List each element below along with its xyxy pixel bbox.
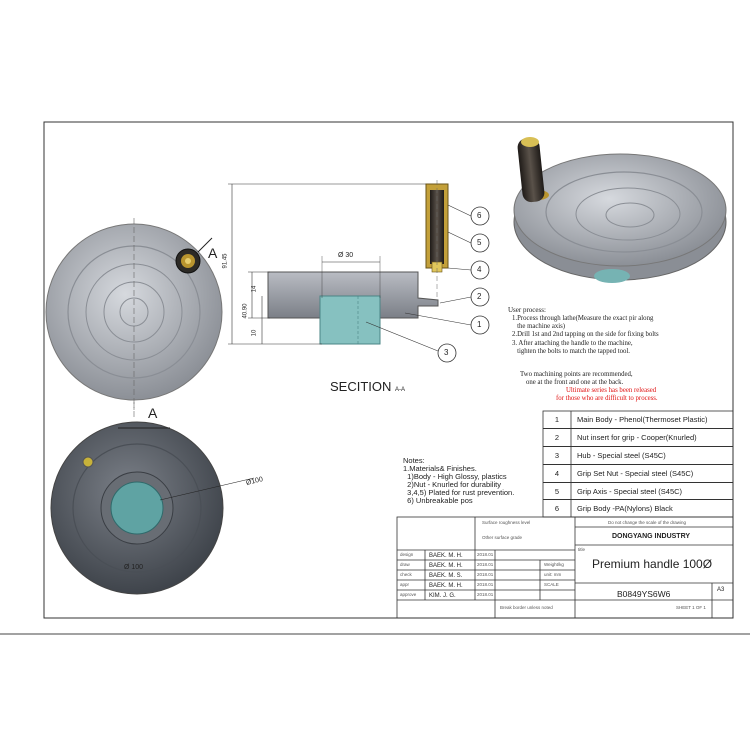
dim-height-10: 10 <box>251 329 258 337</box>
dim-height-40: 40.90 <box>242 303 249 319</box>
tb-date: 2018.01 <box>477 562 494 567</box>
process-note-1: Two machining points are recommended, <box>520 371 633 378</box>
tb-date: 2018.01 <box>477 592 494 597</box>
notes-line: 6) Unbreakable pos <box>403 496 473 505</box>
bom-desc: Hub - Special steel (S45C) <box>577 451 666 460</box>
bom-desc: Grip Axis - Special steel (S45C) <box>577 487 683 496</box>
process-note-2: one at the front and one at the back. <box>526 379 624 386</box>
process-line-1: 1.Process through lathe(Measure the exac… <box>512 315 654 322</box>
callout-1: 1 <box>477 320 482 329</box>
cut-mark-bottom: A <box>148 405 158 421</box>
tb-label: appr <box>400 582 410 587</box>
process-red-1: Ultimate series has been released <box>566 387 657 394</box>
process-line-3: 2.Drill 1st and 2nd tapping on the side … <box>512 331 659 338</box>
bom-no: 4 <box>554 469 560 478</box>
bom-no: 5 <box>554 487 560 496</box>
tb-break-note: Break border unless noted <box>500 605 553 610</box>
dim-diameter-100-b: Ø 100 <box>124 564 144 571</box>
callout-6: 6 <box>477 211 482 220</box>
roughness-level: Surface roughness level <box>482 520 531 525</box>
sheet-size: A3 <box>717 587 725 593</box>
title-label: title <box>578 547 586 552</box>
bom-desc: Grip Body -PA(Nylons) Black <box>577 504 673 513</box>
bom-desc: Main Body - Phenol(Thermoset Plastic) <box>577 415 708 424</box>
drawing-title: Premium handle 100Ø <box>592 557 713 571</box>
process-line-5: tighten the bolts to match the tapped to… <box>512 348 630 355</box>
bom-row: 2 Nut insert for grip - Cooper(Knurled) <box>543 428 733 446</box>
tb-name: BAEK. M. H. <box>429 563 463 569</box>
bom-desc: Grip Set Nut - Special steel (S45C) <box>577 469 694 478</box>
process-line-4: 3. After attaching the handle to the mac… <box>512 340 633 347</box>
callouts <box>365 204 490 363</box>
bom-row: 4 Grip Set Nut - Special steel (S45C) <box>543 464 733 482</box>
front-view <box>45 218 223 410</box>
section-title-suffix: A-A <box>395 387 406 393</box>
tb-date: 2018.01 <box>477 582 494 587</box>
notes-line: 3,4,5) Plated for rust prevention. <box>403 488 515 497</box>
notes-line: 2)Nut - Knurled for durability <box>403 480 501 489</box>
tb-date: 2018.01 <box>477 572 494 577</box>
isometric-render <box>513 137 727 283</box>
part-number: B0849YS6W6 <box>617 589 671 599</box>
callout-3: 3 <box>444 348 449 357</box>
bom-row: 5 Grip Axis - Special steel (S45C) <box>543 482 733 500</box>
back-view <box>50 402 255 595</box>
tb-label: draw <box>400 562 410 567</box>
bom-no: 6 <box>554 504 560 513</box>
tb-name: BAEK. M. S. <box>429 573 463 579</box>
grip-top-marker <box>175 248 201 274</box>
section-title-main: SECITION <box>330 379 392 394</box>
tb-name: BAEK. M. H. <box>429 583 463 589</box>
tb-name: KIM. J. G. <box>429 593 456 599</box>
cut-mark-top: A <box>208 245 218 261</box>
bom-no: 1 <box>554 415 560 424</box>
sheet-number: SHEET 1 OF 1 <box>676 605 706 610</box>
notes-line: 1.Materials& Finishes. <box>403 464 477 473</box>
title-block-grid <box>396 516 734 619</box>
tb-label: approve <box>400 592 417 597</box>
roughness-other: Other surface grade <box>482 535 523 540</box>
tb-date: 2018.01 <box>477 552 494 557</box>
dim-height-91: 91.45 <box>222 253 229 269</box>
company-name: DONGYANG INDUSTRY <box>612 533 691 540</box>
notes-line: 1)Body - High Glossy, plastics <box>403 472 507 481</box>
bom-row: 6 Grip Body -PA(Nylons) Black <box>543 499 733 517</box>
bom-row: 3 Hub - Special steel (S45C) <box>543 446 733 464</box>
callout-2: 2 <box>477 292 482 301</box>
callout-4: 4 <box>477 265 482 274</box>
section-title: SECITION A-A <box>330 380 405 393</box>
bom-no: 2 <box>554 433 560 442</box>
bom-no: 3 <box>554 451 560 460</box>
tb-label: design <box>400 552 414 557</box>
process-line-2: the machine axis) <box>512 323 566 330</box>
process-heading: User process: <box>508 306 546 314</box>
tb-scale: SCALE <box>544 582 559 587</box>
sheet-border <box>43 121 734 619</box>
bom-row: 1 Main Body - Phenol(Thermoset Plastic) <box>543 411 733 428</box>
dim-height-14: 14 <box>251 285 258 293</box>
process-red-2: for those who are difficult to process. <box>556 395 658 402</box>
tb-name: BAEK. M. H. <box>429 553 463 559</box>
dim-diameter-30: Ø 30 <box>338 252 354 259</box>
bom-desc: Nut insert for grip - Cooper(Knurled) <box>577 433 697 442</box>
notes-title: Notes: <box>403 456 425 465</box>
tb-unit: unit: mm <box>544 572 562 577</box>
scale-note: Do not change the scale of the drawing <box>608 520 687 525</box>
callout-5: 5 <box>477 238 482 247</box>
section-view <box>228 180 449 345</box>
tb-label: check <box>400 572 412 577</box>
tb-weight: Weight/kg <box>544 562 564 567</box>
